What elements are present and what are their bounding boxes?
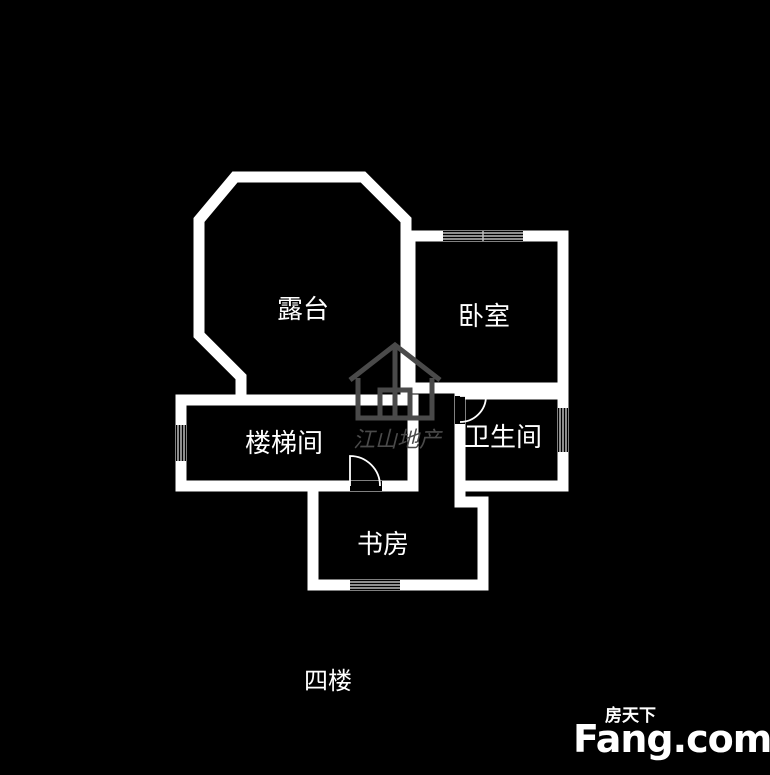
bathroom-door	[459, 395, 487, 423]
floor-label: 四楼	[304, 667, 352, 695]
room-label-terrace: 露台	[277, 295, 329, 325]
bathroom-window	[558, 408, 568, 452]
stairwell-door	[349, 455, 381, 487]
room-label-stairwell: 楼梯间	[245, 429, 323, 459]
watermark-house-icon	[348, 341, 442, 421]
room-label-study: 书房	[357, 530, 409, 560]
brand-name-en: Fang.com	[573, 717, 770, 761]
brand-name-cn: 房天下	[605, 705, 656, 726]
watermark-text: 江山地产	[353, 428, 443, 453]
terrace-wall	[193, 171, 412, 406]
brand-logo: 房天下 Fang.com	[573, 705, 770, 761]
room-label-bedroom: 卧室	[458, 302, 510, 332]
stairwell-window	[176, 425, 186, 461]
study-wall	[307, 490, 489, 591]
study-window	[350, 580, 400, 590]
room-label-bathroom: 卫生间	[464, 423, 542, 453]
bedroom-window	[443, 231, 523, 241]
